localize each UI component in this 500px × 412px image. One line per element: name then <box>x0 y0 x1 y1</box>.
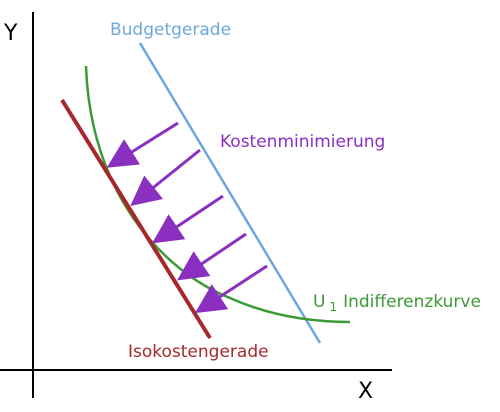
isocost-line <box>60 98 212 340</box>
shift-arrow <box>130 148 201 207</box>
shift-arrow <box>177 232 247 281</box>
isocost-line-label: Isokostengerade <box>128 342 269 362</box>
shift-arrow <box>106 121 179 168</box>
x-axis-label: X <box>358 379 373 404</box>
y-axis-label: Y <box>3 21 18 46</box>
indifference-curve <box>84 65 351 324</box>
cost-minimization-label: Kostenminimierung <box>220 132 385 152</box>
shift-arrow <box>152 194 224 244</box>
indifference-curve-symbol: U <box>313 292 325 312</box>
budget-line-label: Budgetgerade <box>110 20 231 40</box>
indifference-curve-name: Indifferenzkurve <box>343 292 481 312</box>
shift-arrows <box>106 121 268 314</box>
shift-arrow <box>194 264 268 314</box>
indifference-curve-subscript: 1 <box>329 300 337 314</box>
budget-line <box>138 42 322 344</box>
